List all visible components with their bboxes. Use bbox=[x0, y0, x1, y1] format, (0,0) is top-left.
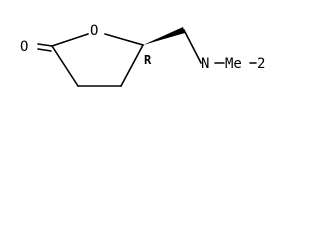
stereo-descriptor-label: R bbox=[144, 53, 152, 67]
bond-c2-ring-oxygen bbox=[51, 33, 89, 47]
atom-label-subscript: 2 bbox=[257, 56, 265, 72]
bond-carbonyl-double-inner bbox=[37, 48, 52, 52]
wedge-bond-c5-ch2 bbox=[143, 27, 185, 45]
bond-carbonyl-double-outer bbox=[37, 43, 53, 47]
atom-label-ring-oxygen: O bbox=[90, 23, 98, 39]
bond-c2-c3 bbox=[51, 45, 79, 87]
atom-label-nitrogen: N bbox=[201, 56, 209, 72]
bond-c4-c5 bbox=[120, 44, 144, 87]
atom-label-methyl-a: Me bbox=[225, 56, 242, 72]
molecular-structure: O O R N Me 2 bbox=[20, 23, 265, 87]
bond-ring-oxygen-c5 bbox=[104, 33, 144, 46]
bond-ch2-nitrogen bbox=[183, 29, 202, 64]
atom-label-carbonyl-oxygen: O bbox=[20, 39, 28, 55]
